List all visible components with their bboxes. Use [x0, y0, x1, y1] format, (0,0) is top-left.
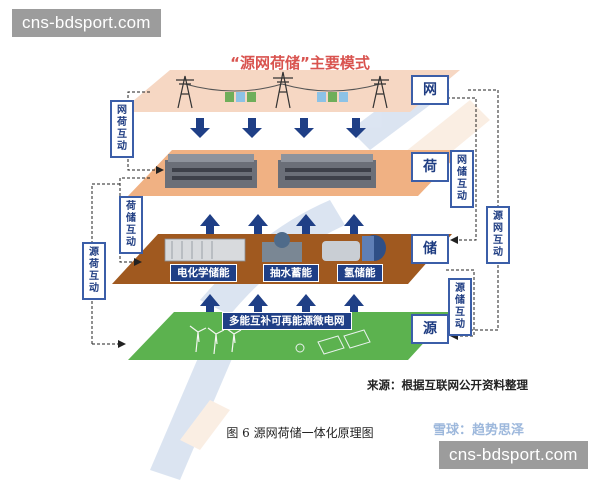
watermark-brand: 雪球：趋势思泽	[432, 423, 524, 438]
label-load-storage: 荷储互动	[119, 196, 143, 254]
site-badge-bottom: cns-bdsport.com	[439, 441, 588, 469]
source-banner: 多能互补可再能源微电网	[222, 312, 352, 330]
label-grid-storage: 网储互动	[450, 150, 474, 208]
transmission-tower-icon	[176, 75, 194, 109]
transmission-tower-icon	[371, 75, 389, 109]
label-source-storage: 源储互动	[448, 278, 472, 336]
diagram-title: “源网荷储”主要模式	[230, 54, 370, 72]
source-note: 来源：根据互联网公开资料整理	[367, 378, 528, 392]
storage-label-hydrogen: 氢储能	[337, 264, 383, 282]
solar-panel-icon	[295, 329, 371, 355]
factory-icon	[165, 154, 257, 188]
storage-label-electrochemical: 电化学储能	[170, 264, 237, 282]
battery-container-icon	[164, 238, 246, 262]
label-source-grid: 源网互动	[486, 206, 510, 264]
grid-to-load-arrows	[190, 118, 366, 138]
layer-tag-load: 荷	[411, 152, 449, 182]
transmission-tower-icon	[273, 71, 293, 109]
site-badge-top: cns-bdsport.com	[12, 9, 161, 37]
source-layer	[128, 312, 452, 360]
storage-to-load-arrows	[200, 214, 364, 236]
battery-container-icon	[225, 92, 348, 102]
source-to-storage-arrows	[200, 294, 364, 316]
factory-icon	[278, 154, 376, 188]
label-grid-load: 网荷互动	[110, 100, 134, 158]
wind-turbine-icon	[189, 325, 242, 355]
label-source-load: 源荷互动	[82, 242, 106, 300]
pump-icon	[262, 232, 302, 262]
storage-label-pumped-hydro: 抽水蓄能	[263, 264, 319, 282]
layer-tag-grid: 网	[411, 75, 449, 105]
layer-tag-storage: 储	[411, 234, 449, 264]
layer-tag-source: 源	[411, 314, 449, 344]
figure-caption: 图 6 源网荷储一体化原理图	[226, 426, 374, 440]
hydrogen-tank-icon	[322, 235, 386, 261]
